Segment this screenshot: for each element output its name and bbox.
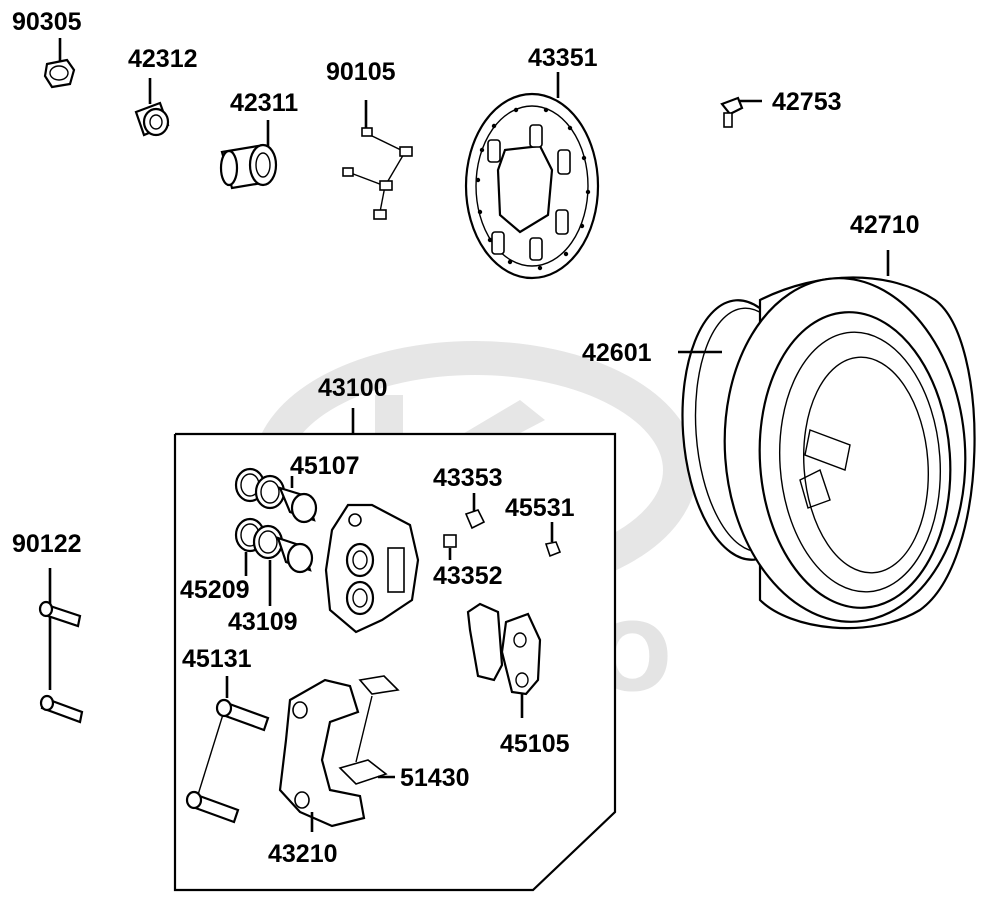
- part-43351-brake-disc[interactable]: [464, 72, 600, 280]
- label-42312: 42312: [128, 45, 198, 73]
- part-43210-bracket[interactable]: [278, 678, 366, 832]
- label-42601: 42601: [582, 339, 652, 367]
- label-42311: 42311: [230, 89, 298, 117]
- part-43353-bleeder[interactable]: [464, 493, 486, 530]
- label-90122: 90122: [12, 530, 82, 558]
- label-45531: 45531: [505, 494, 575, 522]
- part-51430-pad-springs[interactable]: [338, 675, 400, 785]
- part-90105-bolts[interactable]: [342, 100, 413, 220]
- label-43351: 43351: [528, 44, 598, 72]
- part-45531-nut[interactable]: [544, 522, 562, 558]
- label-42710: 42710: [850, 211, 920, 239]
- part-90122-bolts[interactable]: [38, 568, 84, 724]
- label-51430: 51430: [400, 764, 470, 792]
- part-43352-cap[interactable]: [443, 534, 457, 560]
- part-42710-tire[interactable]: [674, 250, 977, 630]
- label-90105: 90105: [326, 58, 396, 86]
- part-labels: 90305 42312 42311 90105 43351 42753 4271…: [12, 8, 920, 868]
- label-90305: 90305: [12, 8, 82, 36]
- label-45131: 45131: [182, 645, 252, 673]
- part-42312-bushing[interactable]: [134, 78, 170, 137]
- label-43352: 43352: [433, 562, 503, 590]
- label-43109: 43109: [228, 608, 298, 636]
- part-45131-pins[interactable]: [185, 676, 270, 824]
- part-42311-spacer[interactable]: [219, 120, 278, 190]
- label-43100: 43100: [318, 374, 388, 402]
- label-43210: 43210: [268, 840, 338, 868]
- part-seals-pistons[interactable]: [234, 467, 318, 606]
- part-45105-brake-pads[interactable]: [466, 602, 542, 718]
- label-45105: 45105: [500, 730, 570, 758]
- part-caliper-body[interactable]: [324, 503, 420, 634]
- part-90305-nut[interactable]: [43, 38, 76, 89]
- label-42753: 42753: [772, 88, 842, 116]
- label-45209: 45209: [180, 576, 250, 604]
- part-42753-valve[interactable]: [720, 96, 762, 128]
- label-43353: 43353: [433, 464, 503, 492]
- label-45107: 45107: [290, 452, 360, 480]
